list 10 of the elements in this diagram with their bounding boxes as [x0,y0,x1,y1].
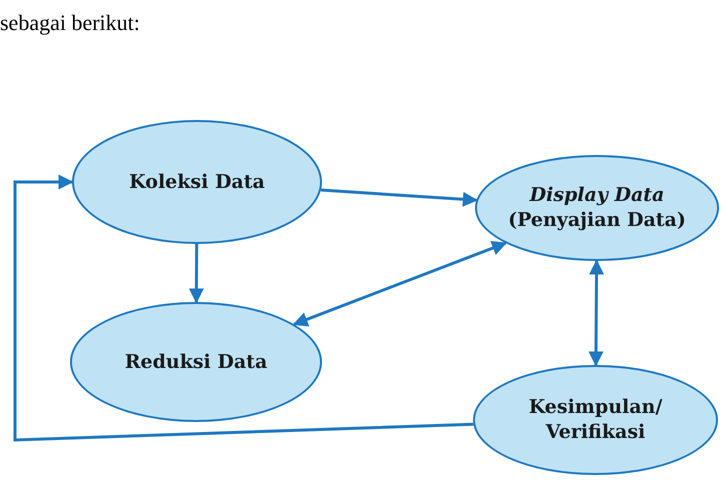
arrow [188,244,204,304]
node-label: Display Data (Penyajian Data) [507,183,687,233]
node-label: Reduksi Data [124,350,268,374]
arrow [588,260,604,366]
intro-text: sebagai berikut: [0,10,140,36]
arrow [14,174,474,442]
node-label: Kesimpulan/ Verifikasi [528,395,664,445]
arrow [320,188,478,207]
node-label: Koleksi Data [129,170,265,194]
arrow [292,240,507,326]
